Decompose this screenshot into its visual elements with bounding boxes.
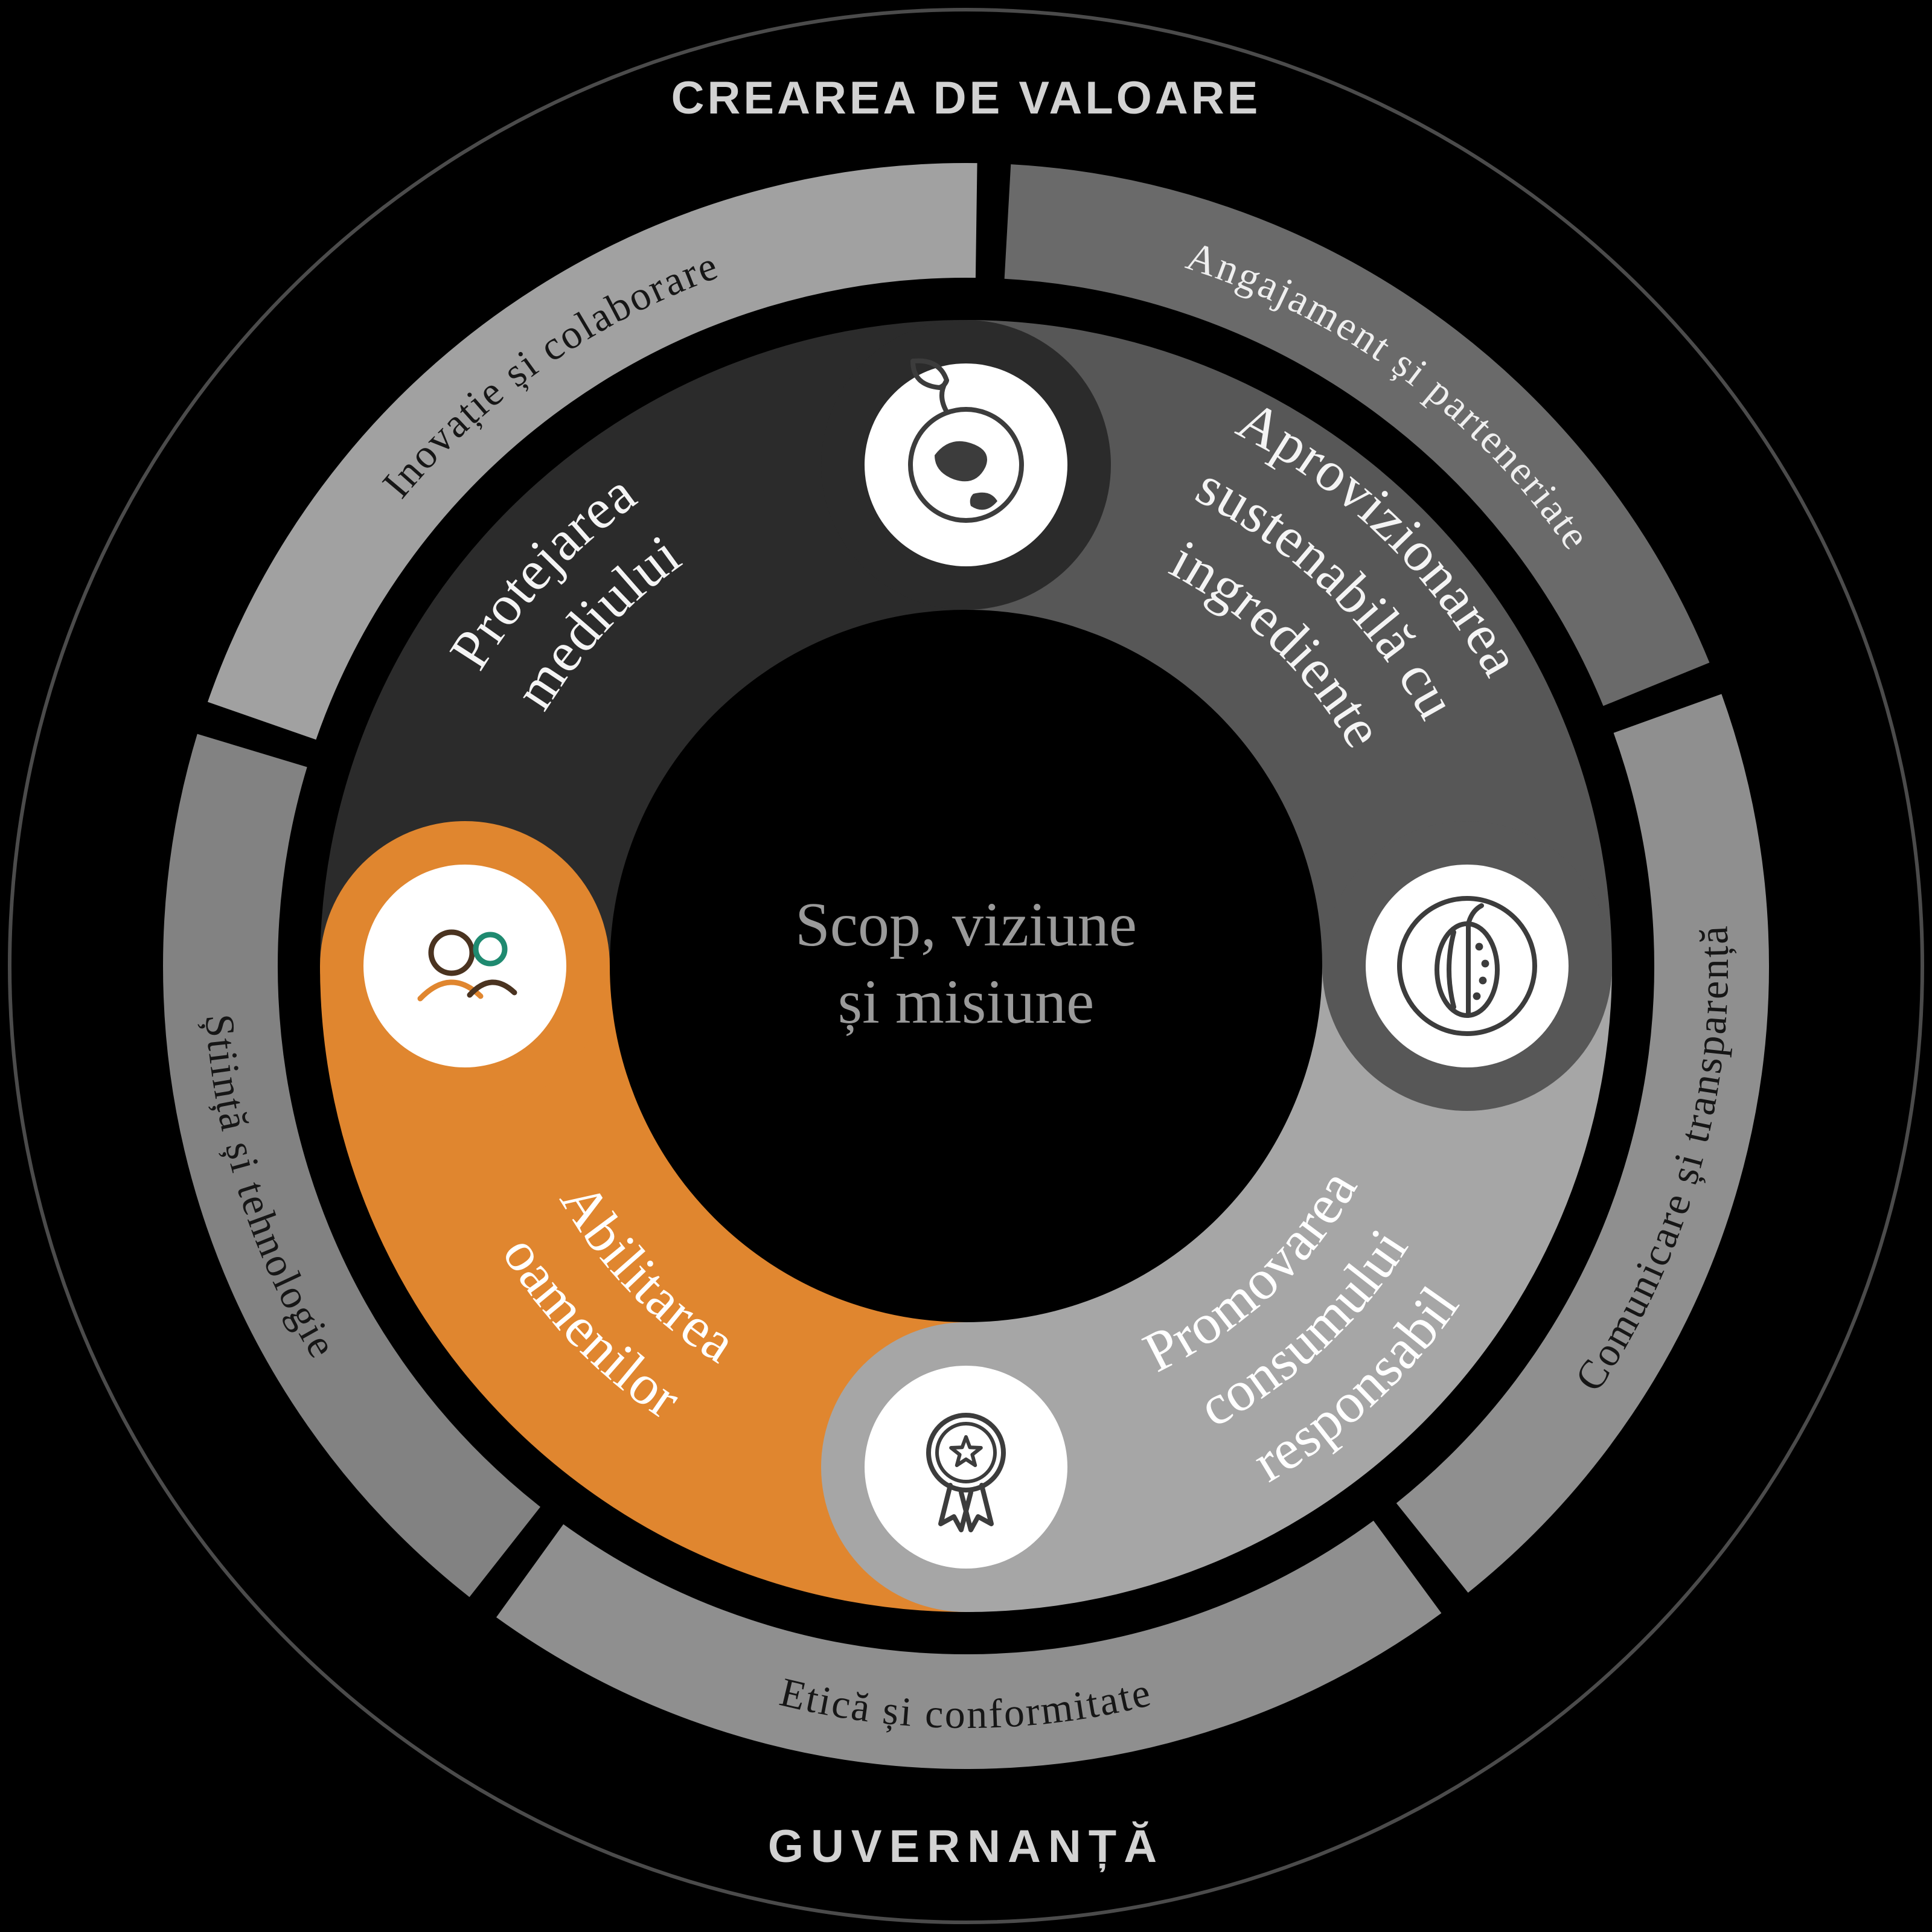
leaf-icon — [910, 358, 949, 390]
center-text: Scop, viziune și misiune — [795, 890, 1137, 1037]
icon-frame-circle — [1397, 896, 1537, 1036]
outer-circle — [8, 8, 1924, 1924]
cocoa-seed — [1473, 992, 1481, 1000]
person-head-small — [473, 932, 508, 967]
cocoa-pod-icon — [1397, 896, 1537, 1036]
inner-ring: Protejarea mediului Aprovizionarea suste… — [320, 320, 1612, 1612]
middle-ring-segment-comunicare — [1396, 694, 1769, 1593]
person-shoulder-right — [467, 979, 517, 998]
medal-ribbon-right — [959, 1483, 994, 1532]
medal-inner-circle — [935, 1422, 997, 1483]
award-medal-icon — [926, 1413, 1006, 1532]
globe-outline — [908, 407, 1024, 523]
medal-star — [949, 1435, 983, 1467]
middle-ring-segment-inovatie — [208, 163, 977, 740]
cocoa-seed — [1479, 976, 1487, 985]
outer-ring-bottom-label: GUVERNANȚĂ — [768, 1821, 1164, 1872]
globe-leaf-icon — [908, 358, 1024, 523]
medal-outer-circle — [926, 1413, 1006, 1492]
icon-disc-south — [865, 1366, 1067, 1569]
people-icon — [417, 929, 517, 1002]
medal-ribbon-left — [938, 1483, 973, 1532]
cocoa-seed — [1475, 942, 1483, 951]
middle-ring-segment-etica — [496, 1520, 1442, 1769]
cocoa-seed — [1481, 959, 1489, 968]
center-label-line-1: Scop, viziune — [795, 890, 1137, 959]
person-head-large — [428, 929, 475, 976]
pod-rib — [1447, 930, 1456, 1009]
center-label-line-2: și misiune — [838, 967, 1095, 1037]
middle-ring-segment-angajament — [1004, 164, 1710, 706]
middle-ring-segment-stiinta — [163, 734, 541, 1598]
outer-ring-top-label: CREAREA DE VALOARE — [671, 72, 1261, 124]
pod-stem — [1466, 903, 1484, 926]
globe-continent-1 — [935, 441, 987, 482]
globe-continent-2 — [970, 492, 997, 510]
